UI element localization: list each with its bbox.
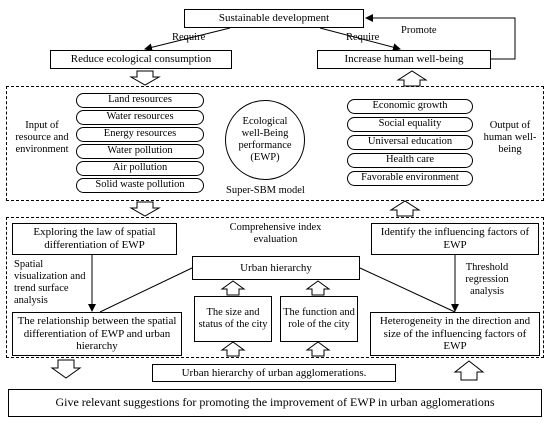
output-label: Output of human well-being	[483, 120, 537, 156]
threshold-regression-label: Threshold regression analysis	[465, 262, 509, 298]
up-block-arrow-2	[389, 200, 421, 217]
function-role-box: The function and role of the city	[280, 296, 358, 342]
output-favorable-environment: Favorable environment	[347, 171, 473, 186]
down-block-arrow-2	[129, 201, 161, 217]
input-solid-waste-pollution: Solid waste pollution	[76, 178, 204, 193]
input-energy-resources: Energy resources	[76, 127, 204, 142]
super-sbm-model-label: Super-SBM model	[226, 185, 305, 196]
input-label: Input of resource and environment	[15, 120, 69, 156]
input-air-pollution: Air pollution	[76, 161, 204, 176]
output-health-care: Health care	[347, 153, 473, 168]
up-block-arrow-function	[305, 341, 331, 357]
input-land-resources: Land resources	[76, 93, 204, 108]
relationship-box: The relationship between the spatial dif…	[12, 312, 182, 356]
up-block-arrow-size	[220, 341, 246, 357]
middle-dashed-frame	[6, 86, 544, 201]
up-block-arrow-right	[453, 360, 485, 381]
up-block-arrow-4	[305, 280, 331, 296]
input-water-resources: Water resources	[76, 110, 204, 125]
suggestions-box: Give relevant suggestions for promoting …	[8, 389, 542, 417]
output-universal-education: Universal education	[347, 135, 473, 150]
output-economic-growth: Economic growth	[347, 99, 473, 114]
increase-human-well-being-box: Increase human well-being	[317, 50, 491, 69]
promote-arrow	[365, 14, 516, 60]
urban-agglomeration-box: Urban hierarchy of urban agglomerations.	[152, 364, 396, 382]
promote-label: Promote	[401, 25, 437, 36]
down-block-arrow-left	[50, 359, 82, 379]
require-right-label: Require	[346, 32, 380, 43]
require-left-label: Require	[172, 32, 206, 43]
spatial-visualization-label: Spatial visualization and trend surface …	[14, 259, 86, 307]
bottom-dashed-frame	[6, 217, 544, 358]
hierarchy-to-relationship-line	[99, 267, 193, 313]
exploring-spatial-law-box: Exploring the law of spatial differentia…	[12, 223, 177, 255]
require-right-arrow	[319, 27, 401, 52]
heterogeneity-box: Heterogeneity in the direction and size …	[370, 312, 540, 356]
identify-influencing-factors-box: Identify the influencing factors of EWP	[371, 223, 539, 255]
require-left-arrow	[144, 27, 231, 52]
up-block-arrow-3	[220, 280, 246, 296]
sustainable-development-box: Sustainable development	[184, 9, 364, 28]
up-block-arrow-1	[396, 70, 428, 87]
input-water-pollution: Water pollution	[76, 144, 204, 159]
hierarchy-to-heterogeneity-line	[359, 267, 456, 313]
comprehensive-index-label: Comprehensive index evaluation	[229, 222, 322, 246]
reduce-ecological-consumption-box: Reduce ecological consumption	[50, 50, 232, 69]
ewp-circle: Ecological well-Being performance (EWP)	[225, 100, 305, 180]
output-social-equality: Social equality	[347, 117, 473, 132]
down-block-arrow-1	[129, 70, 161, 86]
urban-hierarchy-box: Urban hierarchy	[192, 256, 360, 280]
